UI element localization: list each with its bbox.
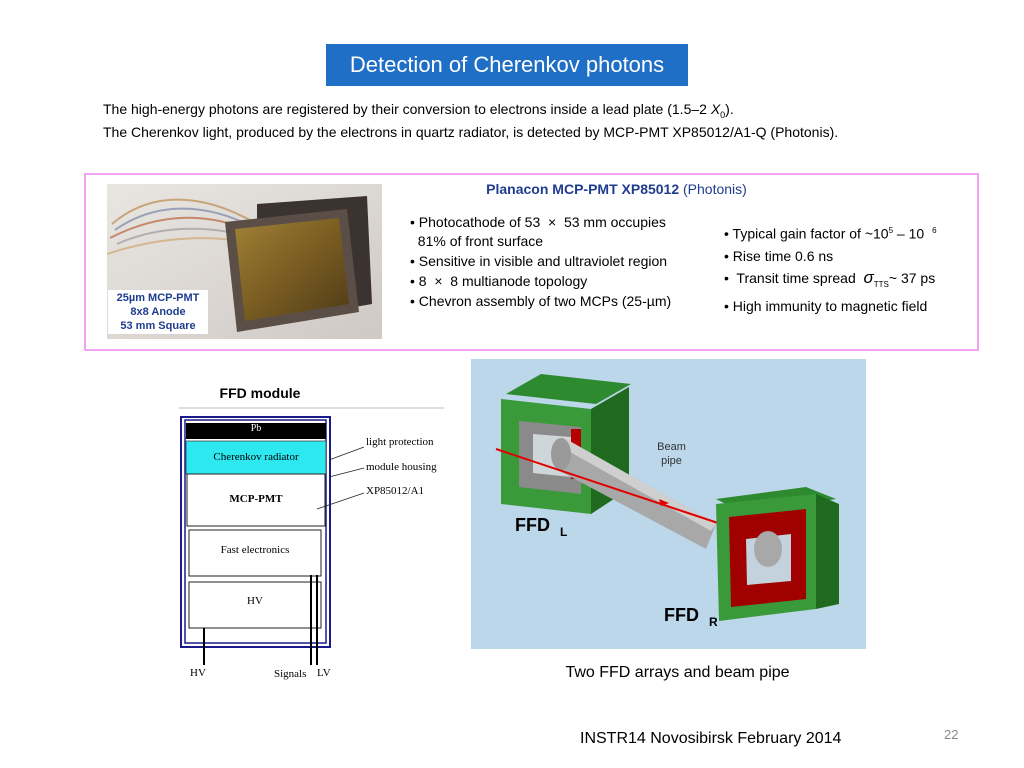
- spec-immunity: • High immunity to magnetic field: [724, 298, 928, 315]
- pmt-title: Planacon MCP-PMT XP85012 (Photonis): [410, 181, 823, 197]
- spec-tts: • Transit time spread σTTS~ 37 ps: [724, 267, 937, 296]
- lead-plate-label: Pb: [250, 423, 262, 434]
- module-schematic-graphic: [179, 407, 444, 665]
- spec-gain: • Typical gain factor of ~105 – 10 6: [724, 220, 937, 245]
- pmt-specs-left: • Photocathode of 53 × 53 mm occupies 81…: [410, 212, 671, 311]
- pmt-photo-caption: 25µm MCP-PMT 8x8 Anode 53 mm Square: [108, 290, 208, 334]
- pmt-photo-graphic: [107, 184, 382, 339]
- ffd-module-schematic: Pb Cherenkov radiator MCP-PMT Fast elect…: [179, 405, 444, 690]
- lv-cable-label: LV: [317, 667, 331, 679]
- callout-light-protection: light protection: [366, 436, 434, 448]
- spec-item: • 8 × 8 multianode topology: [410, 273, 588, 289]
- ffd-left-text: FFD: [515, 515, 550, 535]
- page-number: 22: [944, 727, 959, 742]
- spec-item: 81% of front surface: [410, 233, 544, 249]
- sigma-symbol: σ: [863, 267, 874, 287]
- spec-rise-time: • Rise time 0.6 ns: [724, 247, 834, 264]
- ffd-module-heading: FFD module: [219, 385, 301, 401]
- radiation-length-subscript: 0: [720, 109, 726, 120]
- spec-item: • Photocathode of 53 × 53 mm occupies: [410, 214, 666, 230]
- pmt-title-maker: (Photonis): [679, 181, 747, 197]
- ffd-arrays-image: Beam pipe FFD L FFD R: [471, 359, 866, 649]
- callout-module-housing: module housing: [366, 461, 437, 473]
- pmt-caption-line: 8x8 Anode: [130, 306, 186, 318]
- pmt-info-frame: [84, 173, 979, 351]
- beam-pipe-label-line: Beam: [657, 441, 686, 453]
- pmt-specs-right: • Typical gain factor of ~105 – 10 6 • Ri…: [724, 220, 937, 317]
- spec-item: • Sensitive in visible and ultraviolet r…: [410, 253, 668, 269]
- tts-subscript: TTS: [873, 279, 889, 289]
- gain-range: – 10: [893, 225, 925, 242]
- ffd-arrays-caption: Two FFD arrays and beam pipe: [565, 664, 790, 681]
- intro-line-2: The Cherenkov light, produced by the ele…: [103, 124, 839, 140]
- ffd-arrays-graphic: [471, 359, 866, 649]
- beam-pipe-label: Beam pipe: [649, 440, 694, 468]
- ffd-left-subscript: L: [560, 524, 568, 539]
- slide-title: Detection of Cherenkov photons: [326, 44, 688, 86]
- ffd-right-text: FFD: [664, 605, 699, 625]
- hv-cable-label: HV: [190, 667, 206, 679]
- pmt-label: MCP-PMT: [229, 493, 283, 505]
- hv-box-label: HV: [247, 595, 263, 607]
- intro-line-1-end: ).: [725, 101, 734, 117]
- electronics-label: Fast electronics: [220, 544, 290, 556]
- tts-value: ~ 37 ps: [888, 269, 936, 286]
- footer-text: INSTR14 Novosibirsk February 2014: [580, 730, 842, 747]
- tts-prefix: • Transit time spread: [724, 269, 864, 286]
- radiation-length-symbol: X: [710, 101, 721, 117]
- gain-exponent: 5: [888, 226, 894, 235]
- gain-exponent: 6: [932, 226, 937, 235]
- callout-pmt-model: XP85012/A1: [366, 485, 425, 497]
- pmt-photo: [107, 184, 382, 339]
- signals-cable-label: Signals: [274, 668, 307, 680]
- ffd-right-subscript: R: [709, 614, 718, 629]
- intro-line-1-text: The high-energy photons are registered b…: [103, 101, 711, 117]
- pmt-caption-line: 25µm MCP-PMT: [116, 292, 200, 304]
- slide-title-text: Detection of Cherenkov photons: [349, 52, 665, 77]
- pmt-caption-line: 53 mm Square: [120, 320, 196, 332]
- ffd-left-label: FFD L: [515, 515, 567, 539]
- intro-line-1: The high-energy photons are registered b…: [103, 101, 734, 120]
- gain-prefix: • Typical gain factor of ~10: [724, 225, 889, 242]
- ffd-right-label: FFD R: [664, 605, 718, 629]
- radiator-label: Cherenkov radiator: [213, 451, 299, 463]
- beam-pipe-label-line: pipe: [661, 455, 682, 467]
- pmt-title-model: Planacon MCP-PMT XP85012: [486, 181, 680, 197]
- spec-item: • Chevron assembly of two MCPs (25-µm): [410, 293, 672, 309]
